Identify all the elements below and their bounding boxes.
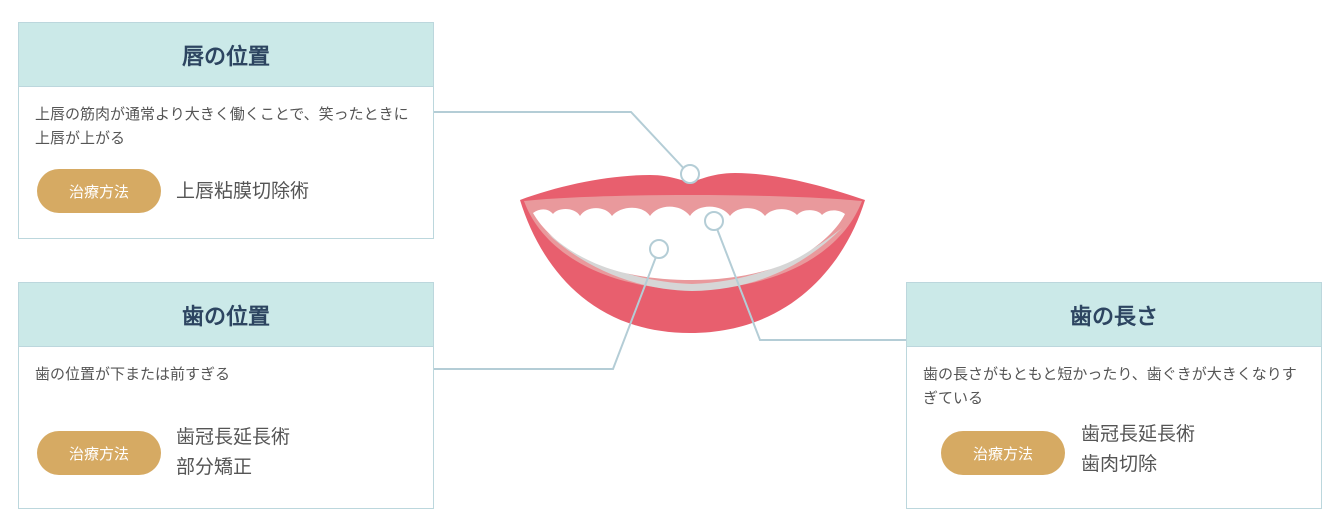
treatment-item: 歯冠長延長術	[1081, 423, 1196, 445]
lower-teeth	[546, 228, 842, 291]
upper-teeth	[533, 206, 845, 280]
smile-mouth-illustration	[520, 173, 865, 333]
treatment-item: 歯冠長延長術	[176, 426, 291, 448]
treatment-item: 上唇粘膜切除術	[176, 180, 310, 202]
connector-lip	[433, 111, 690, 175]
connector-tooth-length	[713, 220, 907, 341]
treatment-badge: 治療方法	[37, 431, 161, 475]
marker-tooth-position	[649, 239, 669, 259]
card-title: 唇の位置	[19, 23, 433, 87]
card-title: 歯の長さ	[907, 283, 1321, 347]
card-tooth-length: 歯の長さ 歯の長さがもともと短かったり、歯ぐきが大きくなりすぎている 治療方法 …	[906, 282, 1322, 509]
card-description: 歯の位置が下または前すぎる	[35, 365, 231, 383]
marker-lip	[680, 164, 700, 184]
treatment-item: 部分矯正	[176, 456, 253, 478]
treatment-badge: 治療方法	[37, 169, 161, 213]
treatment-list: 上唇粘膜切除術	[176, 176, 309, 206]
treatment-list: 歯冠長延長術 歯肉切除	[1081, 419, 1195, 479]
card-description: 上唇の筋肉が通常より大きく働くことで、笑ったときに上唇が上がる	[35, 105, 409, 147]
marker-tooth-length	[704, 211, 724, 231]
card-description: 歯の長さがもともと短かったり、歯ぐきが大きくなりすぎている	[923, 365, 1297, 407]
card-lip-position: 唇の位置 上唇の筋肉が通常より大きく働くことで、笑ったときに上唇が上がる 治療方…	[18, 22, 434, 239]
treatment-item: 歯肉切除	[1081, 453, 1158, 475]
treatment-list: 歯冠長延長術 部分矯正	[176, 422, 290, 482]
card-title: 歯の位置	[19, 283, 433, 347]
treatment-badge: 治療方法	[941, 431, 1065, 475]
card-tooth-position: 歯の位置 歯の位置が下または前すぎる 治療方法 歯冠長延長術 部分矯正	[18, 282, 434, 509]
connector-tooth-position	[433, 248, 660, 370]
